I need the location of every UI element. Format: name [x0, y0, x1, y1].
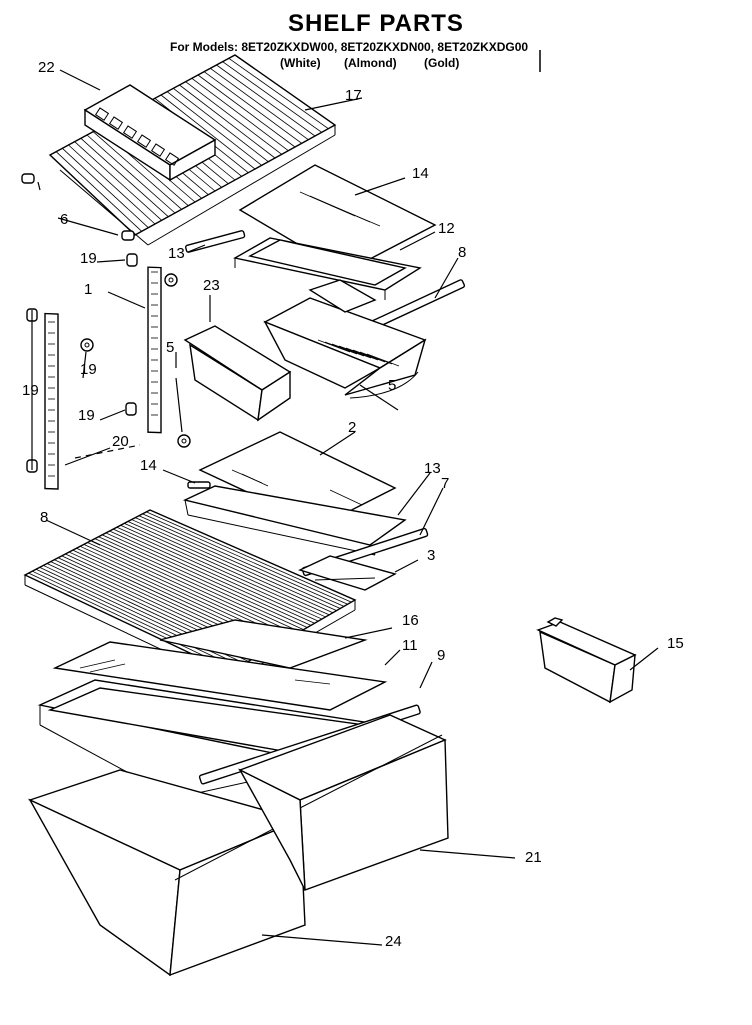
callout-14: 14: [140, 457, 157, 474]
callout-13: 13: [424, 460, 441, 477]
callout-19: 19: [22, 382, 39, 399]
clip-upper: [126, 253, 138, 267]
callout-21: 21: [525, 849, 542, 866]
shelf-ladder-left: [44, 312, 59, 490]
crisper-frame-16: [298, 555, 397, 591]
callout-19: 19: [80, 250, 97, 267]
callout-24: 24: [385, 933, 402, 950]
egg-tray: [83, 84, 217, 182]
callout-5: 5: [166, 339, 174, 356]
variant-almond: (Almond): [344, 56, 397, 70]
callout-22: 22: [38, 59, 55, 76]
storage-bin: [183, 325, 292, 422]
crisper-cover: [52, 641, 388, 711]
callout-5: 5: [388, 377, 396, 394]
shelf-frame-lower: [182, 485, 407, 556]
variant-gold: (Gold): [424, 56, 460, 70]
callout-13: 13: [168, 245, 185, 262]
callout-2: 2: [348, 419, 356, 436]
callout-7: 7: [441, 475, 449, 492]
callout-20: 20: [112, 433, 129, 450]
callout-19: 19: [80, 361, 97, 378]
shelf-frame-upper: [233, 237, 422, 300]
screw-upper: [164, 273, 178, 287]
callout-1: 1: [84, 281, 92, 298]
callout-8: 8: [40, 509, 48, 526]
variant-white: (White): [280, 56, 321, 70]
screw-left: [80, 338, 94, 352]
crisper-drawer-right: [238, 714, 449, 891]
callout-16: 16: [402, 612, 419, 629]
callout-8: 8: [458, 244, 466, 261]
callout-19: 19: [78, 407, 95, 424]
models-line: For Models: 8ET20ZKXDW00, 8ET20ZKXDN00, …: [170, 40, 529, 54]
meat-pan: [263, 279, 427, 399]
shelf-ladder-right: [147, 266, 162, 434]
callout-12: 12: [438, 220, 455, 237]
crisper-glass-cover: [159, 619, 368, 669]
callout-3: 3: [427, 547, 435, 564]
callout-23: 23: [203, 277, 220, 294]
page-title: SHELF PARTS: [288, 10, 464, 37]
callout-9: 9: [437, 647, 445, 664]
trim-strip-lower: [187, 481, 211, 489]
clip-lower: [125, 402, 137, 416]
screw-lower: [177, 434, 191, 448]
callout-17: 17: [345, 87, 362, 104]
door-bin-21: [536, 617, 637, 704]
callout-14: 14: [412, 165, 429, 182]
callout-11: 11: [402, 637, 418, 654]
callout-15: 15: [667, 635, 684, 652]
callout-6: 6: [60, 211, 68, 228]
shelf-bracket-left: [21, 173, 135, 241]
